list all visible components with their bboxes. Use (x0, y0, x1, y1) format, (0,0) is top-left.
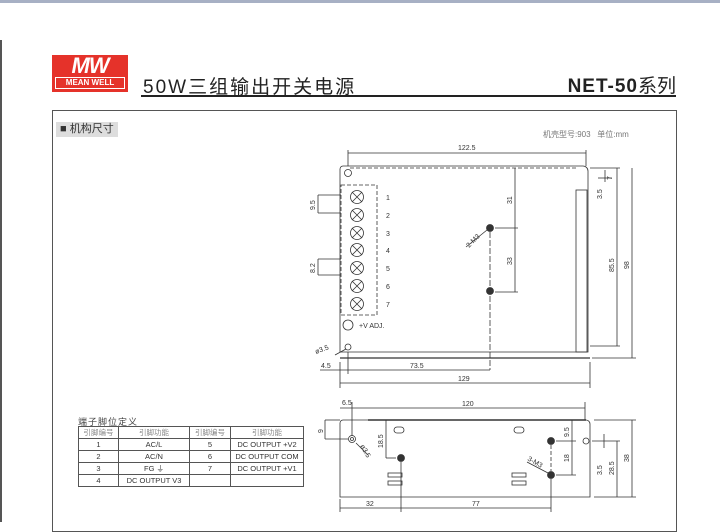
table-cell: 6 (189, 450, 231, 463)
dim-label: 8.2 (310, 263, 317, 273)
dim-label: 9 (318, 429, 325, 433)
table-row: 2 AC/N 6 DC OUTPUT COM (78, 450, 304, 463)
series-model: NET-50 (567, 76, 638, 97)
table-cell: AC/N (118, 450, 190, 463)
dim-label: 7 (607, 176, 614, 180)
page-edge (0, 40, 2, 522)
dim-label: 3-M3 (526, 456, 543, 470)
casing-model: 机壳型号:903 (543, 130, 591, 139)
dim-label: 77 (472, 501, 480, 508)
dim-label: 85.5 (609, 258, 616, 272)
series-title: NET-50系列 (568, 71, 676, 98)
dim-label: 33 (507, 257, 514, 265)
dim-label: 9.5 (310, 200, 317, 210)
logo-text: MEAN WELL (55, 77, 125, 89)
terminal-label: 5 (386, 266, 390, 273)
terminal-label: 4 (386, 248, 390, 255)
table-cell: 5 (189, 438, 231, 451)
dim-label: 3.5 (597, 189, 604, 199)
terminal-label: 1 (386, 195, 390, 202)
terminal-label: 2 (386, 213, 390, 220)
table-cell: DC OUTPUT V3 (118, 474, 190, 487)
dim-label: 3.5 (597, 465, 604, 475)
table-row: 4 DC OUTPUT V3 (78, 474, 304, 487)
dim-label: 122.5 (458, 145, 476, 152)
mounting-slot (344, 343, 352, 351)
top-view (317, 150, 636, 388)
dim-label: 6.5 (342, 400, 352, 407)
unit-label: 单位:mm (597, 130, 629, 139)
vadj-potentiometer (342, 319, 354, 331)
pin-table-title: 端子脚位定义 (78, 417, 139, 427)
terminal-screws (350, 190, 364, 311)
dim-label: 73.5 (410, 363, 424, 370)
casing-info: 机壳型号:903 单位:mm (543, 129, 629, 140)
dim-label: 129 (458, 376, 470, 383)
table-cell: 3 (78, 462, 119, 475)
table-cell: DC OUTPUT +V1 (230, 462, 304, 475)
bottom-view (324, 402, 636, 512)
vadj-label: +V ADJ. (359, 323, 385, 330)
dim-label: 4.5 (321, 363, 331, 370)
series-suffix: 系列 (637, 76, 676, 97)
table-row: 3 FG ⏚ 7 DC OUTPUT +V1 (78, 462, 304, 475)
dim-label: 28.5 (609, 461, 616, 475)
terminal-label: 6 (386, 284, 390, 291)
logo-mark: MW (71, 53, 109, 78)
terminal-label: 3 (386, 231, 390, 238)
table-cell: AC/L (118, 438, 190, 451)
dim-label: 98 (624, 261, 631, 269)
table-cell (189, 474, 231, 487)
table-row: 1 AC/L 5 DC OUTPUT +V2 (78, 438, 304, 451)
table-header-row: 引脚编号 引脚功能 引脚编号 引脚功能 (78, 426, 304, 439)
title-underline (141, 95, 676, 97)
document-title: 50W三组输出开关电源 (143, 77, 357, 98)
dim-label: 38 (624, 454, 631, 462)
top-view-labels: 1 2 3 4 5 6 7 +V ADJ. 122.5 9.5 8.2 2-M3… (310, 145, 631, 383)
column-header: 引脚功能 (118, 426, 190, 439)
dim-label: ø3.5 (358, 444, 371, 460)
table-cell: 4 (78, 474, 119, 487)
column-header: 引脚功能 (230, 426, 304, 439)
table-cell: FG ⏚ (118, 462, 190, 475)
dim-label: 2-M3 (465, 233, 481, 249)
table-cell (230, 474, 304, 487)
column-header: 引脚编号 (189, 426, 231, 439)
table-cell: 7 (189, 462, 231, 475)
table-cell: DC OUTPUT COM (230, 450, 304, 463)
table-cell: 2 (78, 450, 119, 463)
dim-label: 31 (507, 196, 514, 204)
section-heading: ■ 机构尺寸 (56, 122, 118, 137)
dim-label: 18.5 (378, 434, 385, 448)
pin-table: 引脚编号 引脚功能 引脚编号 引脚功能 1 AC/L 5 DC OUTPUT +… (78, 426, 304, 487)
table-cell: DC OUTPUT +V2 (230, 438, 304, 451)
dim-label: 18 (564, 454, 571, 462)
window-top-bar (0, 0, 720, 3)
dim-label: 32 (366, 501, 374, 508)
column-header: 引脚编号 (78, 426, 119, 439)
dim-label: ø3.5 (314, 344, 330, 355)
bottom-view-labels: 6.5 120 9 18.5 ø3.5 9.5 18 3-M3 3.5 28.5… (318, 400, 631, 508)
meanwell-logo: MW MEAN WELL (52, 55, 128, 92)
table-cell: 1 (78, 438, 119, 451)
terminal-label: 7 (386, 302, 390, 309)
dim-label: 9.5 (564, 427, 571, 437)
dim-label: 120 (462, 401, 474, 408)
